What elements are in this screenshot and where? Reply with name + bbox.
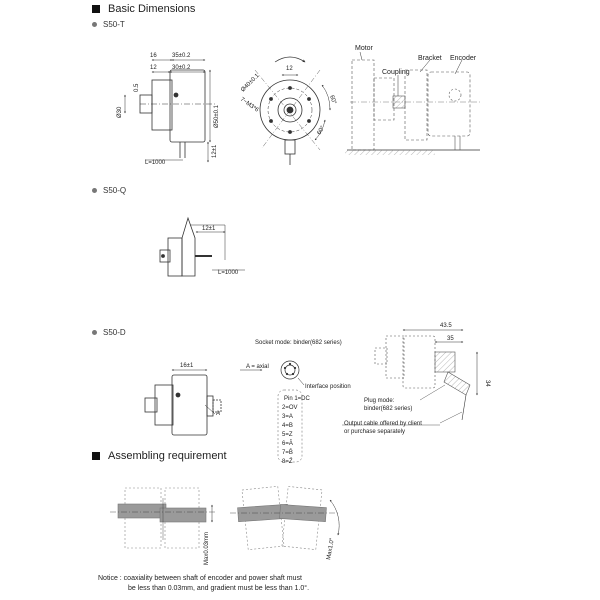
dim-label: 30±0.2 (172, 65, 191, 71)
s50t-body (169, 69, 206, 143)
mounting-label-encoder: Encoder (450, 55, 477, 62)
arrow-label-a: A (216, 411, 220, 417)
s50d-side-view (144, 369, 222, 436)
round-bullet-icon (92, 188, 97, 193)
assembling-offset-diagram (110, 487, 215, 549)
assembling-angle-diagram (230, 485, 340, 551)
dim-label: 35±0.2 (172, 53, 191, 59)
pin-label: 3=A (282, 414, 293, 420)
model-name: S50-T (103, 20, 125, 29)
pin-label: 6=Ā (282, 440, 293, 447)
dim-label: 16 (150, 53, 157, 59)
rotation-arrow-icon (274, 56, 306, 63)
s50d-plug-view (342, 329, 478, 426)
dim-label: 60° (317, 125, 327, 136)
socket-mode-label: Socket mode: binder(682 series) (255, 340, 342, 346)
output-cable-label: or purchase separately (344, 429, 405, 435)
pin-label: Pin 1=DC (284, 396, 311, 402)
bracket-outline (404, 69, 428, 141)
s50t-side-view (124, 59, 215, 163)
max-offset-label: Max0.03mm (204, 532, 210, 565)
s50q-body (181, 216, 196, 277)
mounting-label-coupling: Coupling (382, 69, 410, 76)
cable-length-label: L=1000 (145, 160, 166, 166)
pin-label: 2=OV (282, 405, 298, 411)
dim-label: 16±1 (180, 363, 194, 369)
dim-label: Ø40±0.1 (240, 72, 261, 93)
model-name: S50-Q (103, 186, 127, 195)
dim-label: 7~M3*6 (239, 97, 260, 114)
square-bullet-icon (92, 452, 100, 460)
model-label-s50q: S50-Q (92, 186, 126, 195)
pin-label: 8=Z̄ (282, 458, 293, 465)
pin-label: 7=B̄ (282, 449, 293, 456)
interface-position-label: Interface position (305, 384, 351, 390)
s50t-cable-gland (284, 139, 296, 155)
cable-length-label: L=1000 (218, 270, 239, 276)
dim-label: 12±1 (212, 144, 218, 158)
axial-label: A = axial (246, 364, 269, 370)
dim-label: 12 (286, 66, 293, 72)
output-cable-label: Output cable offered by client (344, 421, 422, 427)
mounting-label-motor: Motor (355, 45, 374, 52)
dim-label: Ø30 (117, 106, 123, 118)
dim-label: 12±1 (202, 226, 216, 232)
plug-mode-label: binder(682 series) (364, 406, 412, 412)
section-header-assembling: Assembling requirement (92, 450, 227, 462)
max-angle-label: Max1.0° (326, 537, 336, 560)
s50t-front-view (254, 56, 332, 165)
motor-outline (351, 59, 375, 151)
dim-label: 60° (328, 95, 337, 106)
section-title: Assembling requirement (108, 450, 227, 462)
model-label-s50t: S50-T (92, 20, 125, 29)
notice-line-1: Notice : coaxiality between shaft of enc… (98, 575, 302, 582)
round-bullet-icon (92, 330, 97, 335)
s50q-view (159, 216, 245, 277)
section-title: Basic Dimensions (108, 3, 196, 15)
dim-label: 12 (150, 65, 157, 71)
dim-label: 35 (447, 336, 454, 342)
mounting-label-bracket: Bracket (418, 55, 442, 62)
dim-label: 43.5 (440, 323, 452, 329)
dim-label: Ø50±0.1 (214, 104, 220, 128)
section-header-basic-dimensions: Basic Dimensions (92, 3, 195, 15)
dim-label: 0.5 (134, 83, 140, 92)
s50t-flange (151, 79, 173, 131)
dim-label: 34 (484, 380, 490, 387)
pin-label: 4=B (282, 423, 293, 429)
round-bullet-icon (92, 22, 97, 27)
plug-mode-label: Plug mode: (364, 398, 395, 404)
socket-detail (240, 360, 305, 463)
encoder-outline (427, 71, 471, 137)
s50t-screw-dot (173, 92, 179, 98)
model-label-s50d: S50-D (92, 328, 126, 337)
square-bullet-icon (92, 5, 100, 13)
pin-label: 5=Z (282, 432, 293, 438)
notice-line-2: be less than 0.03mm, and gradient must b… (128, 584, 309, 592)
mounting-diagram (345, 51, 480, 155)
model-name: S50-D (103, 328, 126, 337)
